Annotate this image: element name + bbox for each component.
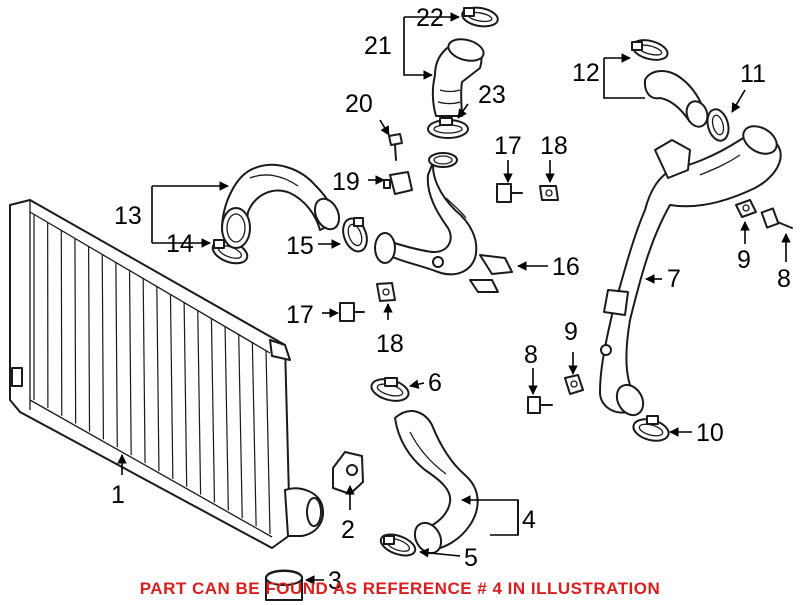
callout-23: 23 xyxy=(478,81,506,109)
radiator-fin xyxy=(197,309,202,495)
leader-lines xyxy=(117,12,791,585)
callout-4: 4 xyxy=(522,506,536,534)
radiator-fin xyxy=(87,245,91,432)
radiator-fin xyxy=(101,253,105,440)
radiator-fin xyxy=(169,293,174,479)
callout-14: 14 xyxy=(166,230,194,258)
callout-2: 2 xyxy=(341,516,355,544)
callout-5: 5 xyxy=(464,544,478,572)
nut-9-upper xyxy=(735,199,757,218)
callout-1: 1 xyxy=(111,481,125,509)
radiator-fin xyxy=(142,277,146,464)
callout-20: 20 xyxy=(345,90,373,118)
radiator-fin xyxy=(265,349,271,535)
radiator-fin xyxy=(156,285,160,471)
callout-numbers: 1 2 3 4 5 6 7 8 8 9 9 10 11 12 13 14 15 … xyxy=(111,4,791,595)
radiator-fin xyxy=(224,325,229,511)
nut-18-upper xyxy=(539,185,559,201)
callout-10: 10 xyxy=(696,419,724,447)
callout-15: 15 xyxy=(286,232,314,260)
callout-8-lower: 8 xyxy=(524,341,538,369)
intercooler-core xyxy=(9,199,324,549)
callout-6: 6 xyxy=(428,369,442,397)
charge-pipe-7 xyxy=(599,125,782,417)
hose-clamp-22 xyxy=(461,6,499,28)
callout-7: 7 xyxy=(667,265,681,293)
hose-clamp-23 xyxy=(427,117,469,139)
hose-clamp-12 xyxy=(631,39,669,61)
callout-18-lower: 18 xyxy=(376,330,404,358)
callout-8-upper: 8 xyxy=(777,265,791,293)
callout-9-upper: 9 xyxy=(737,246,751,274)
hose-clamp-15 xyxy=(342,217,368,253)
radiator-fin xyxy=(251,341,257,527)
charge-hose-21 xyxy=(431,38,485,117)
charge-pipe-16 xyxy=(374,152,513,293)
hose-clamp-10 xyxy=(632,415,670,442)
callout-17-upper: 17 xyxy=(494,132,522,160)
radiator-fin xyxy=(74,237,77,424)
callout-13: 13 xyxy=(114,202,142,230)
callout-22: 22 xyxy=(416,4,444,32)
callout-17-lower: 17 xyxy=(286,301,314,329)
callout-9-lower: 9 xyxy=(564,318,578,346)
lower-hose-part xyxy=(394,410,479,555)
bolt-17-upper xyxy=(496,183,523,203)
bolt-8-lower xyxy=(527,396,553,414)
callout-11: 11 xyxy=(740,60,766,88)
bolt-17-lower xyxy=(339,302,365,322)
radiator-fin xyxy=(115,261,118,448)
callout-18-upper: 18 xyxy=(540,132,568,160)
hose-clamp-5 xyxy=(379,533,417,557)
nut-9-lower xyxy=(564,374,584,395)
screw-20 xyxy=(388,133,403,161)
pressure-sensor-19 xyxy=(383,171,413,195)
plug-cap-part xyxy=(265,569,303,601)
radiator-fin xyxy=(128,269,132,456)
hose-clamp-11 xyxy=(706,108,730,142)
bolt-8-upper xyxy=(760,207,793,229)
hose-clamp-6 xyxy=(370,377,410,402)
radiator-fin xyxy=(210,317,216,503)
callout-3: 3 xyxy=(328,567,342,595)
callout-12: 12 xyxy=(572,59,600,87)
nut-18-lower xyxy=(376,282,396,302)
charge-hose-13 xyxy=(221,163,341,249)
radiator-fin xyxy=(183,301,188,487)
reference-note: PART CAN BE FOUND AS REFERENCE # 4 IN IL… xyxy=(139,579,661,598)
callout-19: 19 xyxy=(332,168,360,196)
callout-21: 21 xyxy=(364,32,392,60)
radiator-fin xyxy=(238,333,243,519)
charge-hose-12 xyxy=(643,70,709,128)
callout-16: 16 xyxy=(552,253,580,281)
mount-bracket-part xyxy=(332,451,364,495)
